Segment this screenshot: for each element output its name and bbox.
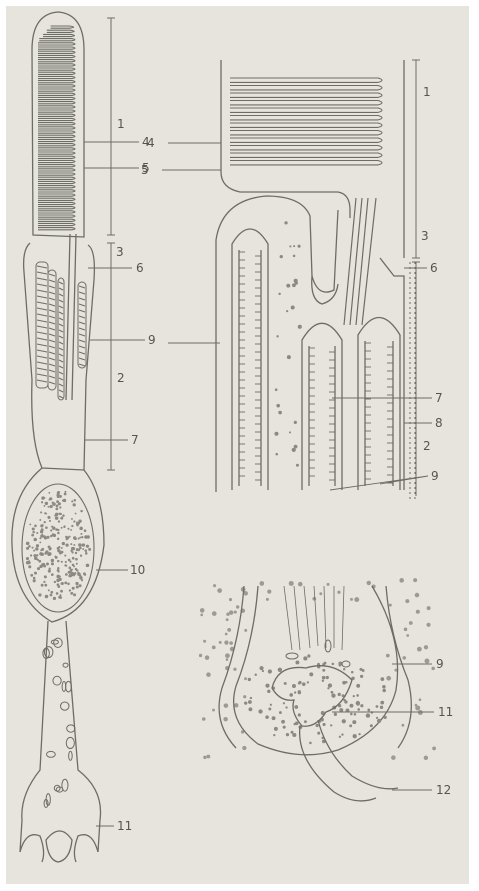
label-left-1: 1: [117, 118, 125, 130]
leader-lines-topright: [162, 143, 432, 490]
cilium-enlarged: [344, 198, 376, 325]
label-tr-9: 9: [431, 470, 439, 482]
cytoplasm-granules: [274, 221, 301, 467]
rod-cell-full: [12, 12, 145, 862]
label-tr-6: 6: [430, 262, 438, 274]
label-tr-5: 5: [141, 164, 149, 176]
axon-organelles: [43, 638, 75, 807]
synaptic-terminal: [20, 831, 98, 862]
label-left-3: 3: [116, 246, 124, 258]
label-br-12: 12: [436, 784, 451, 796]
label-left-6: 6: [136, 262, 144, 274]
label-tr-3: 3: [421, 230, 429, 242]
label-tr-1: 1: [423, 86, 431, 98]
wall-right: [410, 262, 415, 500]
mitochondria-column: [36, 262, 86, 400]
label-tr-8: 8: [435, 417, 443, 429]
inner-segment: [24, 243, 95, 470]
label-left-11: 11: [117, 820, 132, 832]
label-br-9: 9: [436, 658, 444, 670]
disc-stack-enlarged: [230, 78, 382, 165]
inner-segment-enlarged: [216, 196, 404, 492]
enlarged-junction: [162, 60, 432, 500]
label-tr-2: 2: [423, 440, 431, 452]
synaptic-ending-detail: [199, 578, 436, 801]
label-left-10: 10: [130, 564, 145, 576]
label-left-7: 7: [131, 434, 139, 446]
label-tr-4: 4: [147, 137, 155, 149]
nucleus-body: [12, 468, 104, 622]
label-left-2: 2: [117, 372, 125, 384]
label-br-11: 11: [438, 706, 453, 718]
mitochondrial-processes: [232, 229, 400, 490]
label-left-9: 9: [148, 334, 156, 346]
disc-stack: [38, 26, 75, 230]
synaptic-vesicles: [244, 654, 387, 744]
fiber-bundle: [284, 586, 344, 650]
dendrite-12: [300, 720, 398, 801]
connecting-cilium: [66, 234, 76, 400]
label-tr-7: 7: [435, 392, 443, 404]
chromatin-stipple: [26, 491, 91, 600]
spherule-outline: [219, 586, 411, 755]
axon: [20, 621, 101, 852]
